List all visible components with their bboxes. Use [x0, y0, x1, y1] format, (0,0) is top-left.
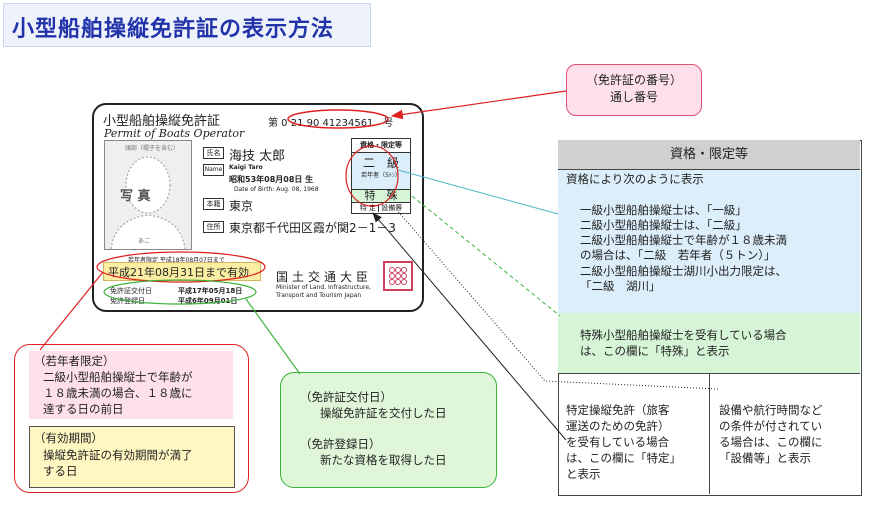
photo-top-note: 頭部（帽子を含む） — [125, 145, 180, 152]
register-head: （免許登録日） — [300, 437, 381, 451]
qualification-box: 資格・限定等 二 級 若年者（5ﾄﾝ） 特 殊 特 定 設備等 — [351, 138, 411, 214]
young-head: （若年者限定） — [34, 354, 115, 368]
register-label: 免許登録日 — [110, 297, 145, 305]
table-tokutei-line: 特定操縦免許（旅客 — [566, 403, 670, 417]
issue-date: 平成17年05月18日 — [178, 287, 243, 295]
qualification-special: 特 殊 — [352, 190, 410, 203]
photo-label: 写 真 — [120, 189, 151, 204]
seal-stamp-icon — [383, 261, 413, 291]
name-label: 氏名 — [203, 147, 224, 159]
minister-name: 国土交通大臣 — [276, 270, 373, 284]
number-callout-body: 通し番号 — [609, 90, 658, 104]
license-title-jp: 小型船舶操縦免許証 — [103, 114, 221, 129]
minister-en: Minister of Land, Infrastructure, Transp… — [276, 284, 371, 300]
qualification-grade: 二 級 — [362, 156, 399, 170]
young-limit-panel — [29, 351, 233, 419]
table-setsubi-line: の条件が付されてい — [719, 419, 823, 433]
table-line: 二級小型船舶操縦士で年齢が１８歳未満 — [580, 233, 787, 247]
title-banner — [3, 3, 371, 47]
table-tokutei-line: と表示 — [566, 467, 601, 481]
issue-body: 操縦免許証を交付した日 — [320, 406, 447, 420]
qualification-grade-cell: 二 級 若年者（5ﾄﾝ） — [352, 153, 410, 190]
register-body: 新たな資格を取得した日 — [320, 453, 447, 467]
table-setsubi-line: 「設備等」と表示 — [719, 451, 811, 465]
qualification-setsubi: 設備等 — [378, 204, 403, 212]
minister-en-line2: Transport and Tourism Japan — [276, 292, 362, 299]
address-label: 住所 — [203, 221, 224, 233]
holder-name-roman: Kaigi Taro — [229, 164, 263, 171]
photo-silhouette-icon — [110, 156, 186, 249]
number-callout-head: （免許証の番号） — [585, 73, 682, 87]
table-setsubi-line: 設備や航行時間など — [719, 403, 823, 417]
name-en-label: Name — [203, 164, 224, 176]
register-date: 平成6年09月01日 — [178, 297, 238, 305]
qualification-bottom-row: 特 定 設備等 — [352, 203, 410, 213]
birth-date: 昭和53年08月08日 生 — [229, 175, 314, 184]
table-line: 一級小型船舶操縦士は、「一級」 — [580, 203, 747, 217]
number-callout: （免許証の番号） 通し番号 — [566, 64, 702, 116]
young-line: 達する日の前日 — [43, 402, 124, 416]
honseki-label: 本籍 — [203, 198, 224, 210]
young-line: 二級小型船舶操縦士で年齢が — [43, 370, 193, 384]
table-intro: 資格により次のように表示 — [566, 172, 704, 186]
table-line: 「二級 湖川」 — [580, 279, 661, 293]
validity-text: 平成21年08月31日まで有効 — [108, 266, 249, 279]
table-special-line: 特殊小型船舶操縦士を受有している場合 — [580, 328, 787, 342]
table-tokutei-line: を受有している場合 — [566, 435, 670, 449]
validity-line: する日 — [43, 464, 78, 478]
license-title-en: Permit of Boats Operator — [104, 127, 245, 140]
table-line: の場合は、「二級 若年者（５トン）」 — [580, 248, 776, 262]
qualification-header: 資格・限定等 — [352, 139, 410, 153]
holder-name: 海技 太郎 — [229, 149, 286, 164]
page-title: 小型船舶操縦免許証の表示方法 — [12, 17, 335, 42]
table-tokutei-panel — [558, 374, 710, 494]
honseki-value: 東京 — [229, 199, 254, 213]
issue-head: （免許証交付日） — [300, 390, 392, 404]
photo-bottom-note: あご — [138, 238, 151, 245]
table-special-line: は、この欄に「特殊」と表示 — [580, 344, 730, 358]
validity-head: （有効期間） — [34, 431, 103, 445]
validity-line: 操縦免許証の有効期間が満了 — [43, 448, 193, 462]
minister-en-line1: Minister of Land, Infrastructure, — [276, 284, 371, 291]
table-setsubi-line: る場合は、この欄に — [719, 435, 823, 449]
qualification-tokutei: 特 定 — [359, 204, 376, 212]
issue-label: 免許証交付日 — [110, 287, 152, 295]
table-line: 二級小型船舶操縦士湖川小出力限定は、 — [580, 264, 787, 278]
address-value: 東京都千代田区霞が関2－1－3 — [229, 221, 396, 235]
special-connector — [411, 195, 561, 317]
table-tokutei-line: は、この欄に「特定」 — [566, 451, 681, 465]
license-number: 第 0 21 90 41234561 号 — [268, 118, 394, 129]
table-header: 資格・限定等 — [558, 140, 860, 170]
table-line: 二級小型船舶操縦士は、「二級」 — [580, 218, 747, 232]
validity-panel — [29, 426, 235, 488]
qualification-young: 若年者（5ﾄﾝ） — [361, 172, 401, 179]
photo-area — [104, 140, 192, 250]
table-tokutei-line: 運送のための免許） — [566, 419, 670, 433]
birth-date-en: Date of Birth: Aug. 08, 1968 — [234, 186, 319, 193]
young-line: １８歳未満の場合、１８歳に — [43, 386, 193, 400]
